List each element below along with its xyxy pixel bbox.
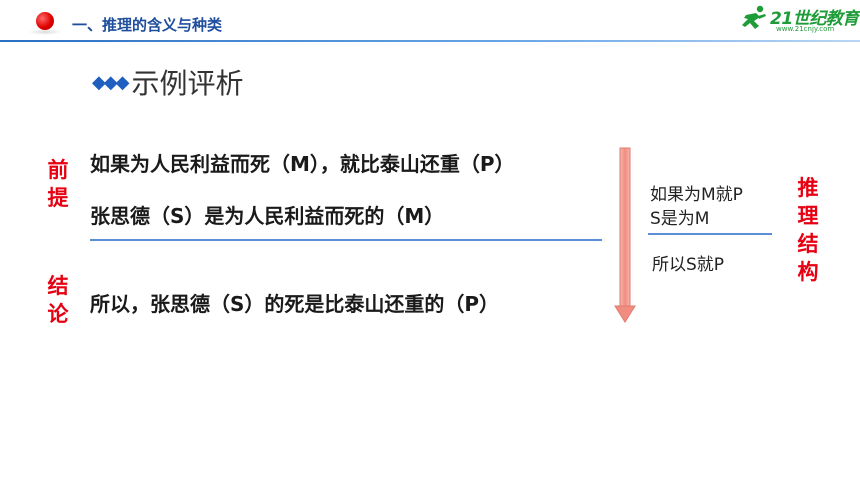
conclusion-statement: 所以，张思德（S）的死是比泰山还重的（P） <box>90 292 500 316</box>
structure-minor: S是为M <box>650 209 710 229</box>
down-arrow-icon <box>614 147 636 323</box>
structure-conclusion: 所以S就P <box>652 255 725 275</box>
diamond-bullets-icon: ◆◆◆ <box>92 71 130 93</box>
header-dot-shadow <box>28 29 62 35</box>
logo: 21世纪教育 www.21cnjy.com <box>738 2 859 36</box>
structure-label-char: 构 <box>797 260 819 284</box>
conclusion-label-char: 论 <box>47 302 69 326</box>
minor-premise: 张思德（S）是为人民利益而死的（M） <box>90 204 445 228</box>
premise-label: 前 提 <box>44 156 72 212</box>
subtitle: ◆◆◆ 示例评析 <box>92 64 244 100</box>
premise-divider <box>90 239 602 241</box>
logo-brand: 21世纪教育 <box>770 9 859 29</box>
premise-label-char: 提 <box>47 186 69 210</box>
structure-divider <box>648 233 772 235</box>
section-title: 一、推理的含义与种类 <box>72 16 223 34</box>
subtitle-text: 示例评析 <box>131 67 244 100</box>
conclusion-label: 结 论 <box>44 272 72 328</box>
major-premise: 如果为人民利益而死（M），就比泰山还重（P） <box>90 152 515 176</box>
header-rule <box>0 40 860 42</box>
conclusion-label-char: 结 <box>47 274 69 298</box>
red-ball-icon <box>36 12 54 30</box>
premise-label-char: 前 <box>47 158 69 182</box>
header-bar: 一、推理的含义与种类 <box>0 0 860 44</box>
structure-label-char: 结 <box>797 232 819 256</box>
logo-url: www.21cnjy.com <box>776 25 835 33</box>
structure-label-char: 理 <box>797 204 819 228</box>
structure-major: 如果为M就P <box>650 185 743 205</box>
structure-label: 推 理 结 构 <box>794 174 822 286</box>
runner-logo-icon <box>742 5 766 29</box>
structure-label-char: 推 <box>797 176 819 200</box>
